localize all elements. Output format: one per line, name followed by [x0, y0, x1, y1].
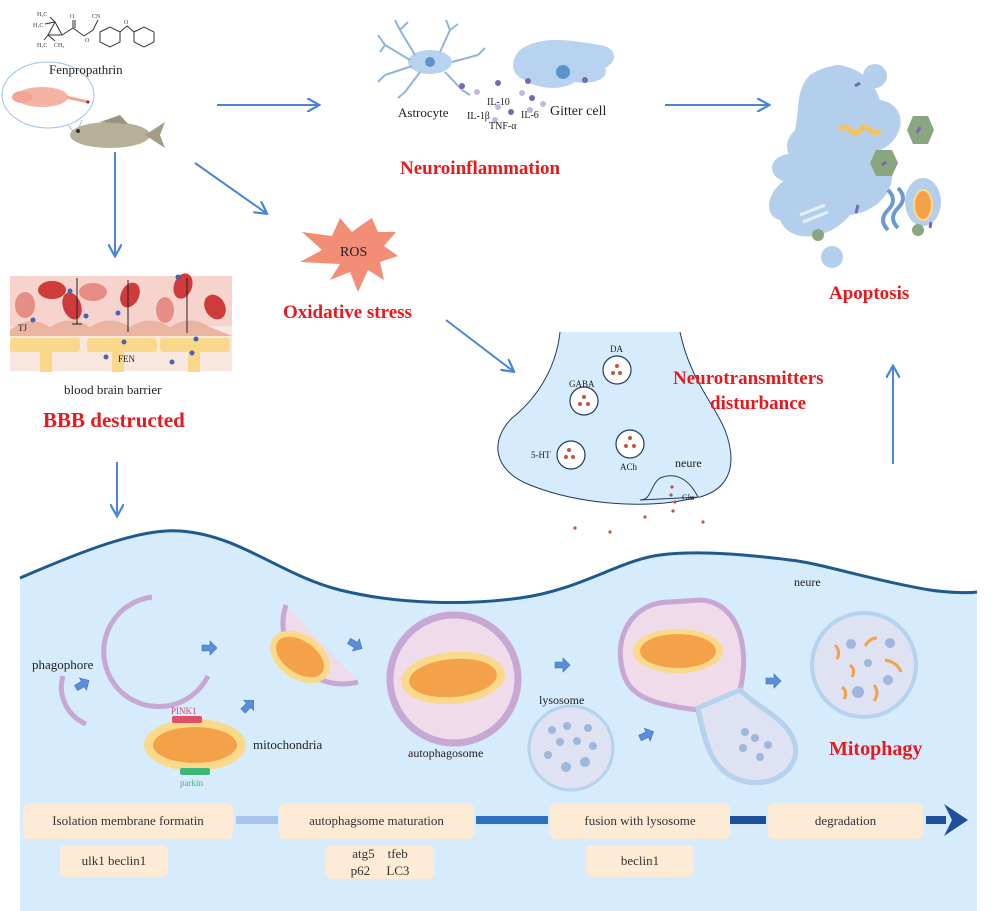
presynaptic-terminal — [497, 331, 732, 505]
neuroinflammation-title: Neuroinflammation — [400, 158, 561, 179]
pink1-label: PINK1 — [171, 706, 197, 716]
apoptotic-cell-icon — [769, 64, 941, 268]
synaptic-vesicles — [556, 355, 645, 470]
stage-isolation-membrane: Isolation membrane formatin — [23, 803, 233, 839]
lysosome-label: lysosome — [539, 693, 585, 707]
mitophagy-neuron-label: neure — [794, 575, 821, 589]
glu-label: Glu — [682, 493, 694, 502]
neurotransmitters-title-line1: Neurotransmitters — [673, 368, 824, 389]
astrocyte-label: Astrocyte — [398, 105, 449, 120]
bbb-caption: blood brain barrier — [64, 382, 162, 397]
svg-text:O: O — [70, 14, 75, 20]
ros-burst-icon — [300, 218, 398, 292]
genes-maturation: atg5 tfeb p62 LC3 — [326, 845, 434, 879]
degraded-mitochondria-icon — [810, 611, 918, 719]
gene-line: p62 LC3 — [350, 863, 410, 878]
fenpropathrin-structure-icon — [43, 16, 155, 48]
cytokine-label: IL-10 — [487, 97, 510, 108]
block-arrows — [74, 637, 782, 742]
phagophore-label: phagophore — [32, 657, 94, 672]
fish-icon — [70, 115, 165, 148]
cytokine-dots — [459, 77, 588, 123]
pink1-marker — [172, 716, 202, 723]
cytokine-label: TNF-α — [489, 121, 517, 132]
rat-bubble — [1, 61, 95, 136]
genes-fusion: beclin1 — [586, 845, 694, 877]
tj-label: TJ — [18, 323, 27, 333]
phagophore-icon — [101, 594, 211, 710]
svg-text:H₃C: H₃C — [33, 23, 43, 29]
svg-text:CH₃: CH₃ — [54, 43, 64, 49]
gitter-cell-label: Gitter cell — [550, 104, 607, 119]
engulfing-phagophore-icon — [270, 604, 359, 687]
rat-icon — [12, 87, 90, 107]
gitter-nucleus — [556, 65, 570, 79]
stage-fusion-lysosome: fusion with lysosome — [550, 803, 730, 839]
phagophore-small-icon — [58, 675, 88, 727]
neuron-membrane — [19, 529, 978, 605]
svg-text:H₃C: H₃C — [37, 43, 47, 49]
ros-label: ROS — [340, 245, 368, 260]
svg-text:H₃C: H₃C — [37, 12, 47, 18]
lysosome-icon — [527, 704, 615, 792]
vesicle-label-gaba: GABA — [569, 379, 595, 389]
pathway-progress-arrow — [236, 804, 968, 836]
oxidative-stress-title: Oxidative stress — [283, 302, 412, 323]
stage-degradation: degradation — [768, 803, 923, 839]
neurotransmitter-dots — [564, 364, 705, 534]
autophagosome-label: autophagosome — [408, 746, 484, 760]
genes-isolation: ulk1 beclin1 — [60, 845, 168, 877]
bbb-illustration — [10, 273, 232, 372]
astrocyte-nucleus — [425, 57, 435, 67]
svg-text:O: O — [85, 38, 90, 44]
arrow-to-ros — [194, 162, 266, 213]
gitter-cell-icon — [513, 40, 615, 88]
apoptosis-title: Apoptosis — [829, 283, 910, 304]
compound-name: Fenpropathrin — [49, 62, 123, 77]
bbb-destructed-title: BBB destructed — [43, 408, 185, 432]
arrow-to-neurotransmitters — [445, 319, 513, 371]
cytokine-label: IL-6 — [521, 110, 539, 121]
vesicle-label-ach: ACh — [620, 462, 638, 472]
mitochondria-label: mitochondria — [253, 737, 323, 752]
svg-text:CN: CN — [92, 14, 101, 20]
mitochondrion-icon — [144, 716, 246, 775]
parkin-marker — [180, 768, 210, 775]
flow-arrows — [115, 105, 893, 515]
cytokine-label: IL-1β — [467, 111, 490, 122]
synapse-neuron-label: neure — [675, 456, 702, 470]
structure-atom-labels: H₃C H₃C H₃C CH₃ O O CN O — [33, 12, 129, 49]
gene-line: atg5 tfeb — [352, 846, 408, 861]
vesicle-label-5ht: 5-HT — [531, 450, 551, 460]
fen-label: FEN — [118, 354, 136, 364]
mitophagy-title: Mitophagy — [829, 738, 923, 760]
svg-text:O: O — [124, 20, 129, 26]
stage-autophagosome-maturation: autophagsome maturation — [279, 803, 474, 839]
parkin-label: parkin — [180, 778, 203, 788]
autolysosome-fusion-icon — [617, 597, 798, 786]
autophagosome-icon — [386, 611, 522, 747]
vesicle-label-da: DA — [610, 344, 623, 354]
neurotransmitters-title-line2: disturbance — [710, 393, 807, 414]
